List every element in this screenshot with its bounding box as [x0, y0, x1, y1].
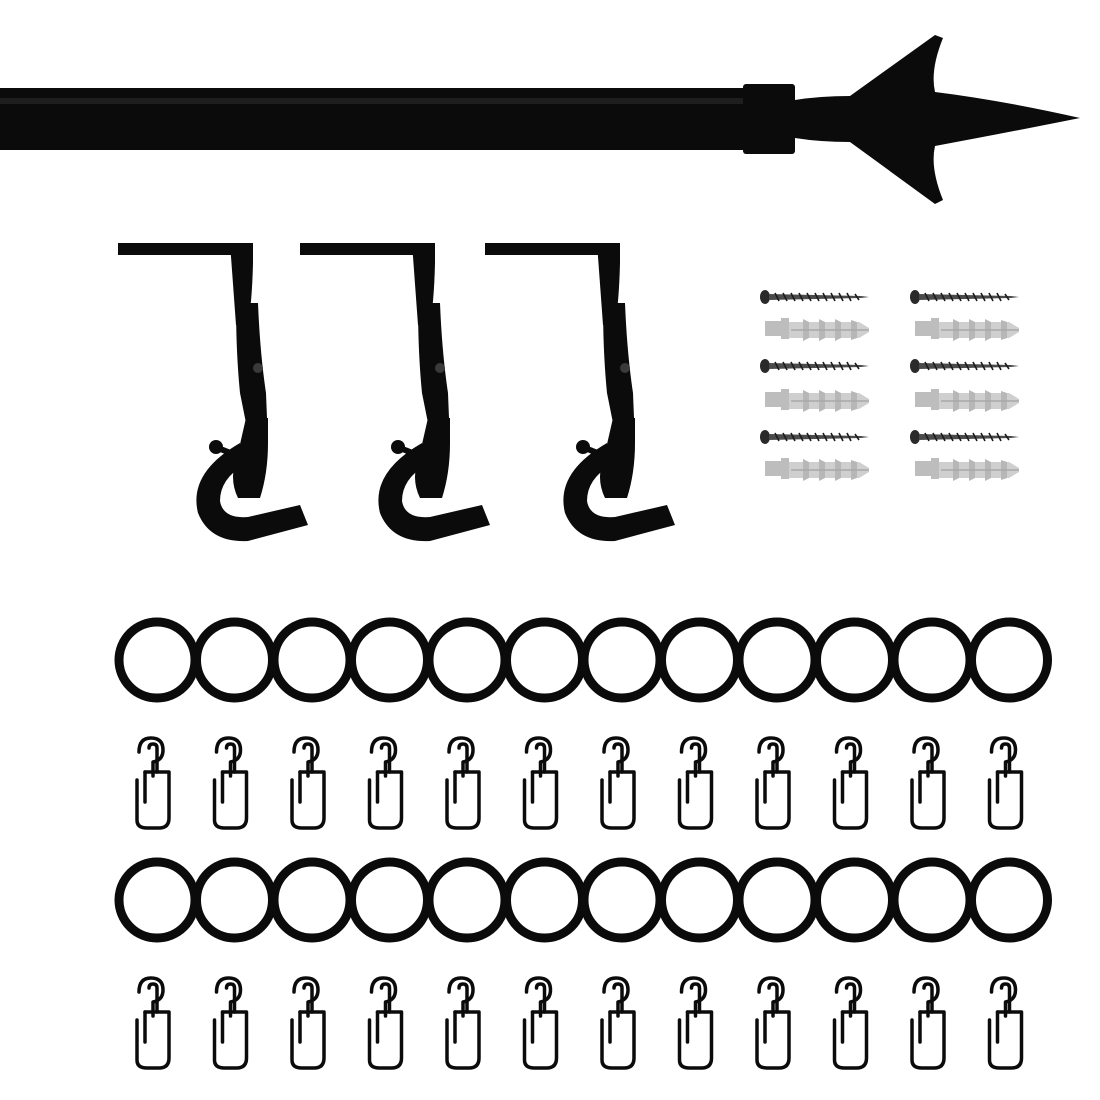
screw	[909, 358, 1020, 374]
curtain-ring	[894, 862, 970, 938]
screw	[759, 358, 870, 374]
rod-tube	[0, 88, 748, 150]
curtain-ring	[507, 862, 583, 938]
wall-anchor	[914, 317, 1020, 342]
curtain-clip	[677, 736, 714, 830]
curtain-clip	[290, 976, 326, 1070]
curtain-ring	[739, 622, 815, 698]
curtain-clip	[832, 976, 869, 1070]
curtain-clip	[522, 736, 559, 830]
curtain-clip	[600, 976, 636, 1070]
curtain-ring	[972, 862, 1048, 938]
curtain-ring	[429, 862, 505, 938]
curtain-clip	[987, 736, 1024, 830]
screw	[759, 289, 870, 305]
curtain-rod	[0, 35, 1080, 204]
curtain-ring	[197, 622, 273, 698]
curtain-clip	[755, 736, 791, 830]
wall-anchor	[764, 388, 870, 413]
curtain-clip	[212, 736, 249, 830]
bracket	[300, 243, 490, 541]
curtain-clip	[367, 736, 404, 830]
curtain-ring	[584, 622, 660, 698]
curtain-ring	[817, 862, 893, 938]
curtain-ring	[507, 622, 583, 698]
curtain-ring	[274, 622, 350, 698]
curtain-clip	[445, 976, 481, 1070]
arrow-finial	[795, 35, 1080, 204]
curtain-ring	[739, 862, 815, 938]
curtain-ring	[817, 622, 893, 698]
wall-anchor	[764, 457, 870, 482]
curtain-clip	[677, 976, 714, 1070]
curtain-ring	[352, 622, 428, 698]
curtain-ring	[429, 622, 505, 698]
curtain-clip	[367, 976, 404, 1070]
curtain-ring	[274, 862, 350, 938]
curtain-clip	[445, 736, 481, 830]
brackets	[118, 243, 675, 541]
wall-anchor	[914, 457, 1020, 482]
curtain-ring	[662, 622, 738, 698]
bracket	[118, 243, 308, 541]
bracket	[485, 243, 675, 541]
curtain-clip	[290, 736, 326, 830]
curtain-ring	[662, 862, 738, 938]
curtain-clip	[910, 736, 946, 830]
wall-anchor	[764, 317, 870, 342]
curtain-clip	[832, 736, 869, 830]
wall-anchor	[914, 388, 1020, 413]
curtain-ring	[894, 622, 970, 698]
rings-and-clips	[119, 622, 1048, 1070]
curtain-ring	[352, 862, 428, 938]
curtain-clip	[135, 976, 171, 1070]
screw	[909, 289, 1020, 305]
curtain-clip	[135, 736, 171, 830]
curtain-ring	[197, 862, 273, 938]
curtain-ring	[972, 622, 1048, 698]
curtain-ring	[584, 862, 660, 938]
curtain-clip	[522, 976, 559, 1070]
curtain-clip	[212, 976, 249, 1070]
curtain-clip	[755, 976, 791, 1070]
curtain-clip	[987, 976, 1024, 1070]
screw	[909, 429, 1020, 445]
rod-collar	[743, 84, 795, 154]
screws-and-anchors	[759, 289, 1020, 482]
curtain-clip	[910, 976, 946, 1070]
curtain-clip	[600, 736, 636, 830]
curtain-ring	[119, 862, 195, 938]
screw	[759, 429, 870, 445]
curtain-ring	[119, 622, 195, 698]
